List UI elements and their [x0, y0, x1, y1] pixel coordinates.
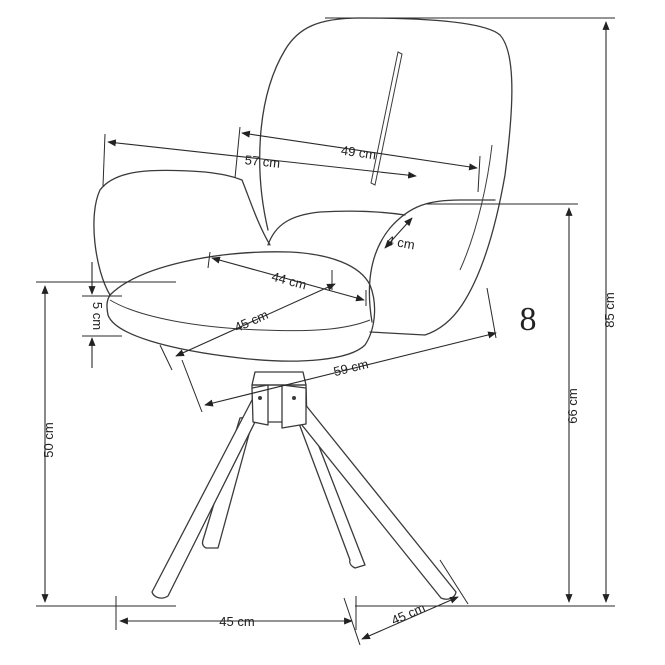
- dim-line-seat-width: [211, 256, 365, 302]
- label-base-depth: 45 cm: [389, 600, 427, 628]
- chair-hub-bolt: [292, 396, 296, 400]
- chair-leg-back-right: [296, 417, 366, 569]
- dim-line-base-depth: [361, 596, 459, 640]
- chair-leg-front-right: [284, 397, 457, 600]
- dimension-lines: [36, 17, 615, 646]
- chair-backrest-slot: [370, 51, 403, 186]
- chair-backrest-seam: [459, 144, 493, 271]
- chair-seat: [106, 251, 376, 362]
- dim-line-backrest-depth: [384, 217, 413, 249]
- chair-illustration: [93, 17, 513, 600]
- label-seat-thickness: 5 cm: [90, 302, 105, 330]
- label-backrest-width: 49 cm: [340, 143, 377, 163]
- label-backrest-depth: 4 cm: [386, 233, 416, 253]
- product-number: 8: [520, 301, 537, 338]
- label-armrest-height: 66 cm: [565, 388, 580, 423]
- dimension-labels: 49 cm 57 cm 4 cm 44 cm 45 cm 5 cm 59 cm …: [41, 143, 617, 629]
- label-overall-width: 57 cm: [244, 152, 281, 171]
- dim-line-overall-depth: [204, 331, 497, 407]
- label-seat-width: 44 cm: [270, 269, 308, 293]
- label-seat-height: 50 cm: [41, 422, 56, 457]
- chair-backrest: [259, 17, 513, 336]
- chair-swivel-plate: [251, 371, 307, 386]
- chair-hub-bolt: [258, 396, 262, 400]
- label-total-height: 85 cm: [602, 292, 617, 327]
- chair-right-armrest: [368, 199, 496, 323]
- chair-inner-back: [267, 210, 406, 246]
- label-base-width: 45 cm: [219, 614, 254, 629]
- chair-leg-front-left: [151, 399, 265, 599]
- dim-line-seat-depth: [175, 283, 336, 357]
- label-overall-depth: 59 cm: [332, 356, 370, 379]
- label-seat-depth: 45 cm: [232, 307, 270, 335]
- dim-line-backrest-width: [241, 130, 478, 171]
- chair-hub-face-right: [281, 384, 307, 429]
- chair-left-armrest: [93, 169, 271, 296]
